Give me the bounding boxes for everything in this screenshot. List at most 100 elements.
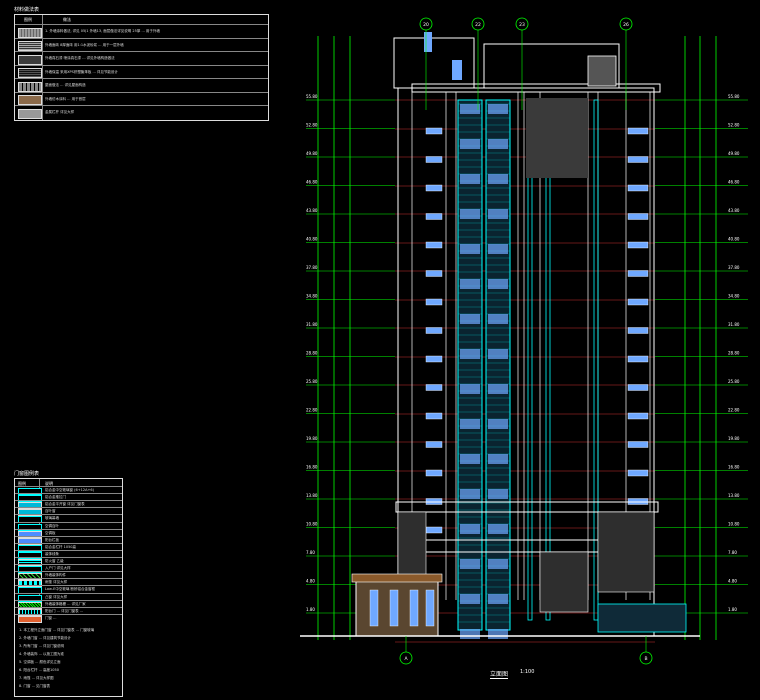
glass-panel	[488, 139, 508, 149]
axis-bubble-top	[515, 17, 529, 31]
window-legend-swatch	[18, 509, 42, 517]
balcony-slab-left	[425, 270, 443, 277]
window-legend-swatch	[18, 601, 42, 609]
balcony-slab-left	[425, 298, 443, 306]
window-legend-swatch	[18, 608, 42, 616]
level-label-right: 37.80	[728, 265, 740, 270]
glass-panel	[460, 629, 480, 639]
annex-window	[425, 589, 435, 627]
window-legend-text: 入户门 详见大样	[45, 566, 71, 571]
material-legend-text: 外墙真石漆 喷涂真石漆 ... 详见外墙构造做法	[45, 56, 115, 61]
glass-panel	[488, 209, 508, 219]
balcony-slab-right	[627, 184, 649, 192]
window-legend-swatch	[18, 615, 42, 623]
window-legend-text: 玻璃幕墙	[45, 516, 59, 521]
balcony-slab-left	[425, 327, 443, 334]
balcony-slab-left	[425, 127, 443, 135]
level-label-left: 10.80	[306, 522, 318, 527]
level-label-left: 31.80	[306, 322, 318, 327]
podium-stone	[597, 511, 655, 593]
balcony-slab-left	[425, 469, 443, 477]
roof-vent	[424, 32, 432, 52]
level-label-left: 22.80	[306, 408, 318, 413]
level-label-right: 19.80	[728, 436, 740, 441]
glass-panel	[488, 524, 508, 534]
level-label-right: 40.80	[728, 237, 740, 242]
material-legend-swatch	[18, 108, 42, 119]
glass-panel	[488, 594, 508, 604]
level-label-right: 22.80	[728, 408, 740, 413]
window-legend-swatch	[18, 573, 42, 581]
level-label-right: 25.80	[728, 379, 740, 384]
axis-bubble-top	[619, 17, 633, 31]
level-label-right: 52.80	[728, 123, 740, 128]
axis-label-top: 26	[623, 22, 629, 28]
window-legend-header-col2: 说明	[45, 481, 53, 486]
window-legend-text: Low-E中空玻璃 断桥铝合金窗框	[45, 587, 95, 592]
window-legend-text: 外墙装饰格栅 ... 详见厂家	[45, 601, 86, 606]
glass-panel	[460, 384, 480, 394]
glass-panel	[460, 174, 480, 184]
annex-window	[369, 589, 379, 627]
window-legend-text: 阳台门 ... 详见门窗表 ...	[45, 608, 84, 613]
balcony-slab-left	[425, 412, 443, 420]
balcony-slab-left	[425, 156, 443, 163]
balcony-slab-right	[627, 241, 649, 249]
window-legend-row: 百叶窗	[15, 507, 122, 517]
material-legend-swatch	[18, 54, 42, 65]
material-legend-row: 外墙仿木涂料 ... 用于首层	[15, 91, 268, 107]
balcony-slab-right	[627, 412, 649, 420]
window-legend-row: 铝合金中空玻璃窗 (6+12A+6)	[15, 486, 122, 496]
window-legend-swatch	[18, 495, 42, 503]
level-label-right: 16.80	[728, 465, 740, 470]
axis-bubble-bottom	[639, 651, 653, 665]
balcony-slab-left	[425, 241, 443, 249]
window-legend-swatch	[18, 516, 42, 524]
window-legend-text: 空调板	[45, 530, 56, 535]
podium-band	[423, 539, 603, 553]
glass-panel	[488, 384, 508, 394]
material-legend-text: 屋面做法 ... 详见屋面构造	[45, 83, 86, 88]
window-legend-row: 雨篷 详见大样	[15, 578, 122, 588]
roof-vent	[452, 60, 462, 80]
glass-panel	[488, 349, 508, 359]
drawing-title: 立面图	[490, 671, 509, 679]
window-legend-swatch	[18, 530, 42, 538]
window-legend-text: 铝合金平开窗 详见门窗表	[45, 502, 85, 507]
material-legend-text: 外墙仿木涂料 ... 用于首层	[45, 96, 86, 101]
glass-bay	[485, 99, 511, 631]
glazing-strip	[593, 99, 599, 621]
window-legend-text: 外墙装饰构件	[45, 573, 66, 578]
level-label-left: 43.80	[306, 208, 318, 213]
drawing-scale: 1:100	[520, 669, 535, 675]
roof-machine-room	[483, 43, 620, 89]
glass-panel	[488, 489, 508, 499]
window-legend-row: 铝合金平开窗 详见门窗表	[15, 500, 122, 510]
podium-stone	[539, 551, 589, 613]
glass-panel	[488, 174, 508, 184]
window-legend-row: 阳台栏板	[15, 535, 122, 545]
window-legend-text: 防火窗 乙级	[45, 559, 64, 564]
glass-panel	[488, 629, 508, 639]
balcony-slab-right	[627, 384, 649, 391]
window-legend-swatch	[18, 502, 42, 510]
window-legend-title: 门窗图例表	[14, 471, 40, 477]
material-legend-header-col1: 图例	[24, 17, 32, 22]
window-legend-header-col1: 图例	[18, 481, 26, 486]
window-legend-swatch	[18, 587, 42, 595]
window-legend-note: 6. 阳台栏杆 ... 高度1050	[19, 668, 59, 672]
window-legend-text: 阳台栏板	[45, 537, 59, 542]
level-label-left: 34.80	[306, 294, 318, 299]
level-label-left: 28.80	[306, 351, 318, 356]
glass-panel	[488, 454, 508, 464]
window-legend-note: 8. 门窗 ... 见门窗表	[19, 684, 51, 688]
window-legend-text: 门窗 ...	[45, 615, 57, 620]
window-legend-swatch	[18, 566, 42, 574]
axis-label-top: 20	[423, 22, 429, 28]
window-legend-swatch	[18, 580, 42, 588]
glass-panel	[488, 314, 508, 324]
glass-panel	[460, 279, 480, 289]
balcony-slab-right	[627, 469, 649, 477]
level-label-right: 46.80	[728, 180, 740, 185]
window-legend-text: 凸窗 详见大样	[45, 594, 68, 599]
